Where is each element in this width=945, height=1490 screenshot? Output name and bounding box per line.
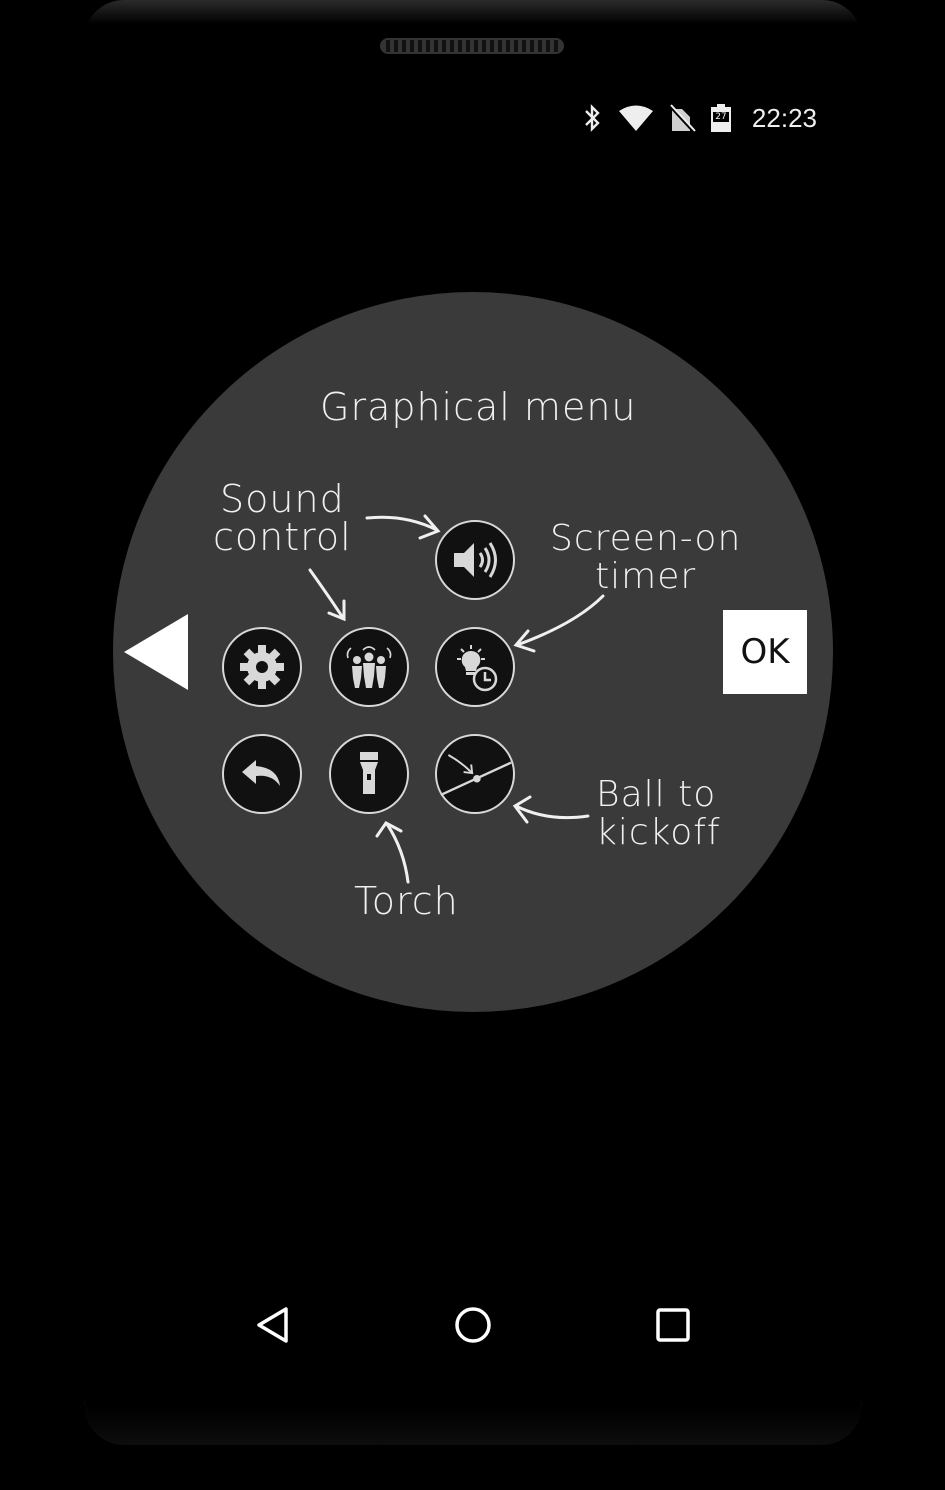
settings-button[interactable] (222, 627, 302, 707)
menu-title: Graphical menu (320, 385, 637, 429)
annotation-ball-line1: Ball to (596, 774, 717, 815)
phone-bottom-edge (84, 1405, 862, 1445)
torch-button[interactable] (329, 734, 409, 814)
arrow-torch (385, 822, 410, 884)
previous-page-button[interactable] (124, 614, 188, 690)
arrow-sound-to-speaker-head (418, 514, 441, 540)
status-bar: 27 22:23 (580, 98, 817, 138)
annotation-sound-control: Sound control (213, 480, 352, 556)
crowd-sound-button[interactable] (329, 627, 409, 707)
annotation-torch: Torch (354, 879, 459, 923)
arrow-sound-to-crowd (308, 568, 345, 620)
battery-icon: 27 (710, 103, 732, 133)
undo-icon (242, 760, 280, 786)
sound-icon (454, 542, 497, 578)
wifi-icon (618, 104, 654, 132)
status-time: 22:23 (751, 102, 817, 133)
arrow-torch-head (375, 821, 403, 838)
screen-timer-icon (457, 645, 498, 692)
ball-to-kickoff-button[interactable] (435, 734, 515, 814)
recents-icon (656, 1308, 690, 1342)
annotation-screen-line1: Screen-on (550, 518, 742, 559)
undo-button[interactable] (222, 734, 302, 814)
crowd-icon (346, 646, 392, 688)
annotation-screen-timer: Screen-on timer (550, 520, 741, 596)
annotation-screen-line2: timer (595, 556, 697, 597)
gear-icon (240, 645, 284, 689)
speaker-grille (380, 38, 564, 54)
arrow-sound-to-speaker (365, 515, 439, 532)
phone-top-edge (84, 0, 862, 40)
annotation-ball-kickoff: Ball to kickoff (596, 776, 721, 852)
annotation-ball-line2: kickoff (596, 812, 721, 853)
nav-home-button[interactable] (438, 1290, 508, 1360)
arrow-ball-to-kickoff (514, 804, 590, 820)
home-icon (455, 1307, 491, 1343)
arrow-ball-to-kickoff-head (512, 795, 532, 824)
nav-back-button[interactable] (238, 1290, 308, 1360)
torch-icon (360, 752, 378, 794)
navigation-bar (0, 1290, 945, 1360)
screen-on-timer-button[interactable] (435, 627, 515, 707)
nav-recents-button[interactable] (638, 1290, 708, 1360)
arrow-screen-to-timer-head (513, 629, 536, 653)
ball-kickoff-icon (440, 754, 512, 796)
sound-control-button[interactable] (435, 520, 515, 600)
arrow-sound-to-crowd-head (327, 599, 346, 622)
back-icon (257, 1307, 288, 1343)
annotation-sound-line1: Sound (220, 477, 345, 521)
bluetooth-icon (580, 103, 604, 133)
battery-level: 27 (715, 112, 727, 122)
ok-button[interactable]: OK (723, 610, 807, 694)
arrow-screen-to-timer (515, 594, 605, 647)
no-sim-icon (668, 103, 696, 133)
annotation-sound-line2: control (213, 515, 352, 559)
